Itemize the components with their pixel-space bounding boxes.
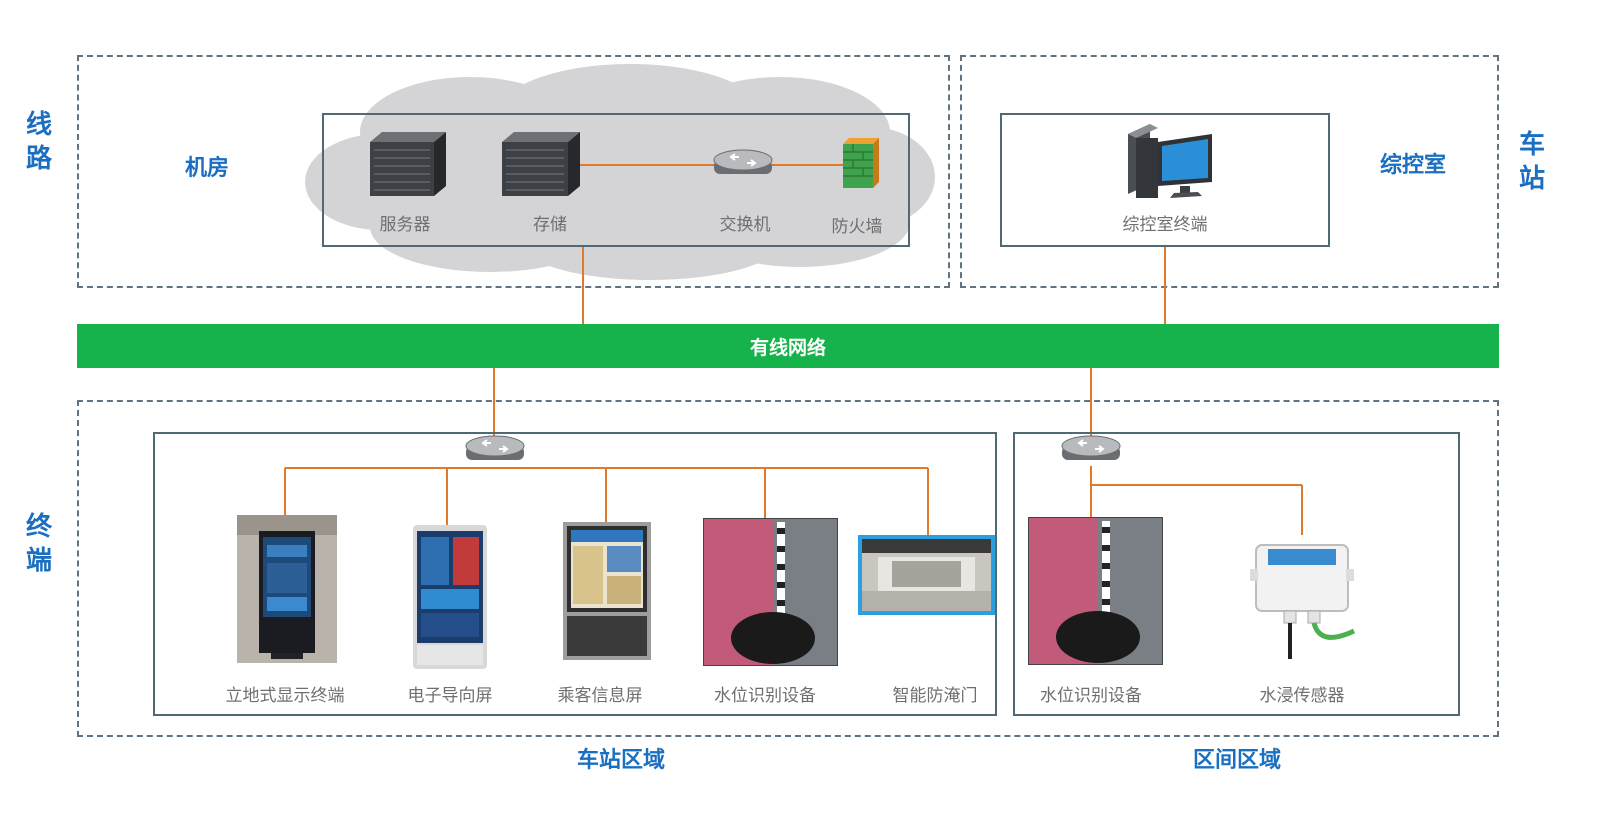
station-area-box: [153, 432, 997, 716]
machine-room-title: 机房: [185, 156, 230, 181]
flood-gate-image: [858, 535, 995, 615]
standing-display-image: [237, 515, 337, 663]
passenger-info-screen-image: [563, 522, 651, 660]
water-sensor-label: 水浸传感器: [1259, 686, 1345, 706]
e-guide-screen-label: 电子导向屏: [407, 686, 493, 706]
zone-label-terminal: 终端: [25, 512, 52, 576]
storage-label: 存储: [533, 215, 567, 235]
standing-display-label: 立地式显示终端: [225, 686, 345, 706]
e-guide-screen-image: [413, 525, 487, 669]
server-label: 服务器: [379, 215, 431, 235]
control-room-title: 综控室: [1380, 153, 1447, 178]
zone-label-line: 线路: [25, 110, 52, 174]
section-area-title: 区间区域: [1193, 748, 1282, 773]
server-icon: [370, 132, 446, 196]
switch-icon: [713, 149, 773, 174]
flood-gate-label: 智能防淹门: [892, 686, 978, 706]
switch-label: 交换机: [719, 215, 771, 235]
water-level-device-label-station: 水位识别设备: [714, 686, 816, 706]
zone-label-station: 车站: [1518, 130, 1545, 194]
station-switch-icon: [465, 435, 525, 460]
firewall-icon: [843, 138, 879, 188]
machine-room-box: [322, 113, 910, 247]
wired-network-bar: 有线网络: [77, 324, 1499, 368]
section-switch-icon: [1061, 435, 1121, 460]
water-level-device-label-section: 水位识别设备: [1040, 686, 1142, 706]
station-area-title: 车站区域: [577, 748, 666, 773]
water-level-device-image-section: [1028, 517, 1163, 665]
line-zone-frame: [77, 55, 950, 288]
station-zone-frame: [960, 55, 1499, 288]
computer-icon: [1128, 124, 1212, 198]
firewall-label: 防火墙: [831, 217, 883, 237]
passenger-info-screen-label: 乘客信息屏: [557, 686, 643, 706]
storage-icon: [502, 132, 580, 196]
control-room-box: [1000, 113, 1330, 247]
section-area-box: [1013, 432, 1460, 716]
wired-network-label: 有线网络: [749, 336, 826, 359]
water-sensor-image: [1250, 544, 1356, 659]
terminal-zone-frame: [77, 400, 1499, 737]
control-room-terminal-label: 综控室终端: [1122, 215, 1208, 235]
water-level-device-image-station: [703, 518, 838, 666]
